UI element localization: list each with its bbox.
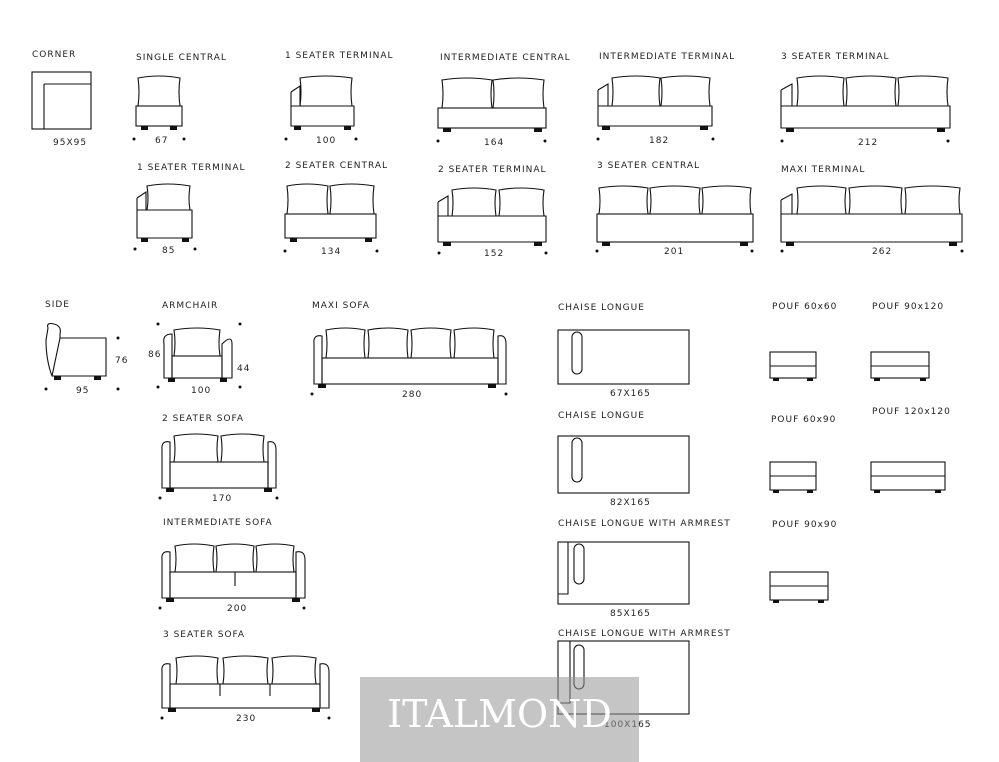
pouf-90x120-drawing (870, 351, 930, 381)
pouf-90x90-label: POUF 90x90 (772, 520, 837, 530)
corner-label: CORNER (32, 50, 76, 60)
armchair-width: 100 (191, 386, 211, 396)
intermediate-central-label: INTERMEDIATE CENTRAL (440, 53, 571, 63)
two-seater-terminal-label: 2 SEATER TERMINAL (438, 165, 547, 175)
three-seater-sofa-label: 3 SEATER SOFA (163, 630, 245, 640)
three-seater-terminal-drawing (780, 75, 951, 132)
chaise-3-dimension: 85X165 (610, 609, 651, 619)
one-seater-terminal-drawing (290, 75, 355, 130)
three-seater-central-label: 3 SEATER CENTRAL (597, 161, 700, 171)
corner-module-drawing (31, 71, 92, 130)
two-seater-central-drawing (284, 183, 377, 242)
side-view-drawing (45, 322, 107, 380)
chaise-3-label: CHAISE LONGUE WITH ARMREST (558, 519, 731, 529)
chaise-1-label: CHAISE LONGUE (558, 303, 645, 313)
three-seater-central-dimension: 201 (664, 247, 684, 257)
pouf-60x60-drawing (769, 351, 817, 381)
side-height: 76 (115, 356, 128, 366)
armchair-label: ARMCHAIR (162, 301, 218, 311)
pouf-60x90-drawing (769, 461, 817, 493)
maxi-terminal-dimension: 262 (872, 247, 892, 257)
two-seater-sofa-label: 2 SEATER SOFA (162, 414, 244, 424)
dimension-dots (44, 137, 964, 720)
pouf-60x90-label: POUF 60x90 (771, 415, 836, 425)
three-seater-sofa-drawing (161, 655, 330, 712)
chaise-2-dimension: 82X165 (610, 498, 651, 508)
one-seater-terminal-b-drawing (136, 183, 193, 242)
single-central-dimension: 67 (155, 136, 168, 146)
chaise-1-drawing (557, 329, 690, 385)
intermediate-sofa-label: INTERMEDIATE SOFA (163, 518, 273, 528)
two-seater-terminal-drawing (437, 187, 547, 246)
chaise-2-drawing (557, 435, 690, 494)
three-seater-central-drawing (596, 185, 754, 246)
two-seater-terminal-dimension: 152 (484, 249, 504, 259)
two-seater-sofa-drawing (161, 433, 277, 492)
one-seater-terminal-label: 1 SEATER TERMINAL (285, 51, 394, 61)
two-seater-central-dimension: 134 (321, 247, 341, 257)
pouf-120x120-label: POUF 120x120 (872, 407, 951, 417)
intermediate-sofa-dimension: 200 (227, 604, 247, 614)
intermediate-terminal-label: INTERMEDIATE TERMINAL (599, 52, 735, 62)
watermark-box (360, 677, 639, 762)
intermediate-central-dimension: 164 (484, 138, 504, 148)
pouf-90x90-drawing (769, 571, 829, 603)
intermediate-terminal-dimension: 182 (649, 136, 669, 146)
two-seater-central-label: 2 SEATER CENTRAL (285, 161, 388, 171)
maxi-terminal-drawing (780, 185, 963, 246)
side-depth: 95 (76, 386, 89, 396)
maxi-sofa-dimension: 280 (402, 390, 422, 400)
three-seater-terminal-label: 3 SEATER TERMINAL (781, 52, 890, 62)
chaise-2-label: CHAISE LONGUE (558, 411, 645, 421)
maxi-sofa-label: MAXI SOFA (312, 301, 370, 311)
intermediate-sofa-drawing (161, 543, 306, 602)
single-central-drawing (135, 75, 183, 130)
watermark-text: ITALMOND (387, 692, 612, 736)
maxi-terminal-label: MAXI TERMINAL (781, 165, 865, 175)
armchair-height: 86 (148, 350, 161, 360)
side-label: SIDE (45, 300, 70, 310)
single-central-label: SINGLE CENTRAL (136, 53, 227, 63)
chaise-1-dimension: 67X165 (610, 389, 651, 399)
intermediate-terminal-drawing (597, 75, 713, 130)
one-seater-terminal-b-dimension: 85 (162, 246, 175, 256)
two-seater-sofa-dimension: 170 (212, 494, 232, 504)
chaise-3-drawing (557, 541, 690, 605)
intermediate-central-drawing (437, 77, 547, 132)
armchair-drawing (163, 327, 233, 382)
maxi-sofa-drawing (313, 327, 507, 388)
chaise-4-label: CHAISE LONGUE WITH ARMREST (558, 629, 731, 639)
one-seater-terminal-dimension: 100 (316, 136, 336, 146)
three-seater-terminal-dimension: 212 (858, 138, 878, 148)
pouf-60x60-label: POUF 60x60 (772, 302, 837, 312)
three-seater-sofa-dimension: 230 (236, 714, 256, 724)
pouf-90x120-label: POUF 90x120 (872, 302, 944, 312)
one-seater-terminal-b-label: 1 SEATER TERMINAL (137, 163, 246, 173)
corner-dimension: 95X95 (53, 138, 87, 148)
pouf-120x120-drawing (870, 461, 946, 493)
armchair-seat-height: 44 (237, 364, 250, 374)
